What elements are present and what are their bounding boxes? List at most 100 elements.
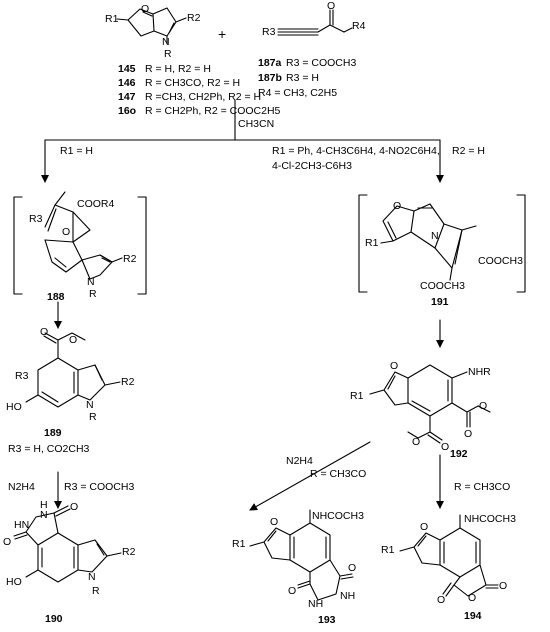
furopyrrole-structure [116, 7, 187, 45]
furan-r1-label: R1 [105, 13, 119, 25]
c192-r1-label: R1 [350, 390, 364, 402]
compound-number: 147 [118, 91, 136, 103]
c194-condition: R = CH3CO [454, 481, 511, 493]
c191-ester2-label: COOCH3 [420, 280, 465, 292]
c193-o-label: O [270, 516, 279, 528]
c191-compound-number: 191 [431, 296, 449, 308]
c193-substituent-label: NHCOCH3 [312, 510, 364, 522]
ester-r3-label: R3 [262, 26, 276, 38]
solvent-label: CH3CN [238, 118, 275, 130]
c191-r1-label: R1 [365, 237, 379, 249]
c188-o-label: O [62, 226, 71, 238]
c194-o2-label: O [468, 592, 477, 604]
c192-o-label: O [390, 360, 399, 372]
compound-definition: R = CH3CO, R2 = H [145, 77, 241, 89]
compound-definition: R = H, R2 = H [145, 63, 211, 75]
c191-n-label: N [431, 230, 439, 242]
c190-reagent: N2H4 [8, 481, 35, 493]
c190-o1-label: O [70, 501, 79, 513]
compound-number: 146 [118, 77, 136, 89]
c190-h-label: H [40, 499, 48, 511]
c193-compound-number: 193 [318, 614, 336, 626]
compound-definition: R3 = H [286, 72, 319, 84]
c189-o2-label: O [69, 334, 78, 346]
c190-r-label: R [92, 585, 100, 597]
structure-192 [369, 364, 491, 444]
compound-number: 16o [118, 105, 137, 117]
c192-compound-number: 192 [450, 448, 468, 460]
c188-coor-label: COOR4 [77, 198, 115, 210]
c193-reagent: N2H4 [286, 455, 313, 467]
c189-compound-number: 189 [44, 427, 62, 439]
c194-o3-label: O [437, 594, 446, 606]
c188-r3-label: R3 [29, 213, 43, 225]
compound-definition: R = CH2Ph, R2 = COOC2H5 [145, 105, 281, 117]
middle-branch-condition-line1: R1 = Ph, 4-CH3C6H4, 4-NO2C6H4, [272, 145, 440, 157]
c189-n-label: N [86, 399, 94, 411]
c189-ho-label: HO [6, 401, 22, 413]
c188-n-label: N [87, 276, 95, 288]
c194-substituent-label: NHCOCH3 [464, 513, 516, 525]
c193-nh2-label: NH [308, 598, 324, 610]
c190-hn-label: HN [14, 519, 30, 531]
c192-o2-label: O [479, 400, 488, 412]
brackets-191 [358, 194, 526, 293]
c190-o2-label: O [3, 536, 12, 548]
c193-o2-label: O [288, 585, 297, 597]
c194-o-label: O [420, 521, 429, 533]
compound-number: 187a [258, 57, 282, 69]
structure-189 [25, 332, 121, 408]
c188-r-label: R [89, 288, 97, 300]
compound-definition: R =CH3, CH2Ph, R2 = H [145, 91, 262, 103]
c190-condition-line2: R3 = COOCH3 [64, 481, 135, 493]
c193-o1-label: O [348, 562, 357, 574]
c193-nh1-label: NH [340, 590, 356, 602]
compound-definition: R3 = COOCH3 [286, 57, 357, 69]
c192-o4-label: O [412, 436, 421, 448]
furan-n-label: N [162, 36, 170, 48]
plus-sign: + [218, 26, 227, 42]
c192-o1-label: O [464, 428, 473, 440]
c190-compound-number: 190 [45, 613, 63, 625]
c190-r2-label: R2 [122, 546, 136, 558]
c190-condition-line1: R3 = H, CO2CH3 [8, 443, 90, 455]
branch-lines [41, 99, 444, 511]
ester-o-label: O [327, 0, 336, 12]
c189-o1-label: O [40, 326, 49, 338]
furan-r-label: R [164, 48, 172, 60]
furan-o-label: O [141, 3, 150, 15]
structure-194 [399, 514, 499, 597]
middle-branch-condition-line2: 4-Cl-2CH3-C6H3 [272, 160, 352, 172]
c192-o3-label: O [441, 441, 450, 453]
c190-nr-label: N [88, 571, 96, 583]
c193-r1-label: R1 [232, 538, 246, 550]
c190-n-label: N [40, 509, 48, 521]
ester-r4-label: R4 [352, 20, 366, 32]
c189-r2-label: R2 [121, 376, 135, 388]
c193-condition: R = CH3CO [310, 468, 367, 480]
c194-compound-number: 194 [464, 610, 482, 622]
compound-number: 145 [118, 63, 136, 75]
compound-definition: R4 = CH3, C2H5 [258, 87, 338, 99]
structure-188 [44, 191, 123, 280]
c194-o1-label: O [499, 580, 508, 592]
c189-r3-label: R3 [15, 370, 29, 382]
c189-r-label: R [89, 411, 97, 423]
c194-r1-label: R1 [381, 544, 395, 556]
c188-compound-number: 188 [47, 291, 65, 303]
alkyne-ester-structure [277, 9, 353, 36]
c191-ester1-label: COOCH3 [478, 255, 523, 267]
c188-r2-label: R2 [123, 253, 137, 265]
structure-190 [13, 505, 122, 583]
furan-r2-label: R2 [187, 12, 201, 24]
c190-ho-label: HO [6, 576, 22, 588]
structure-191 [380, 203, 477, 281]
right-branch-condition: R2 = H [452, 145, 485, 157]
brackets-188 [13, 196, 147, 295]
left-branch-condition: R1 = H [60, 145, 93, 157]
c192-nhr-label: NHR [468, 366, 491, 378]
structure-193 [249, 509, 354, 601]
c191-o-label: O [393, 200, 402, 212]
compound-number: 187b [258, 72, 282, 84]
